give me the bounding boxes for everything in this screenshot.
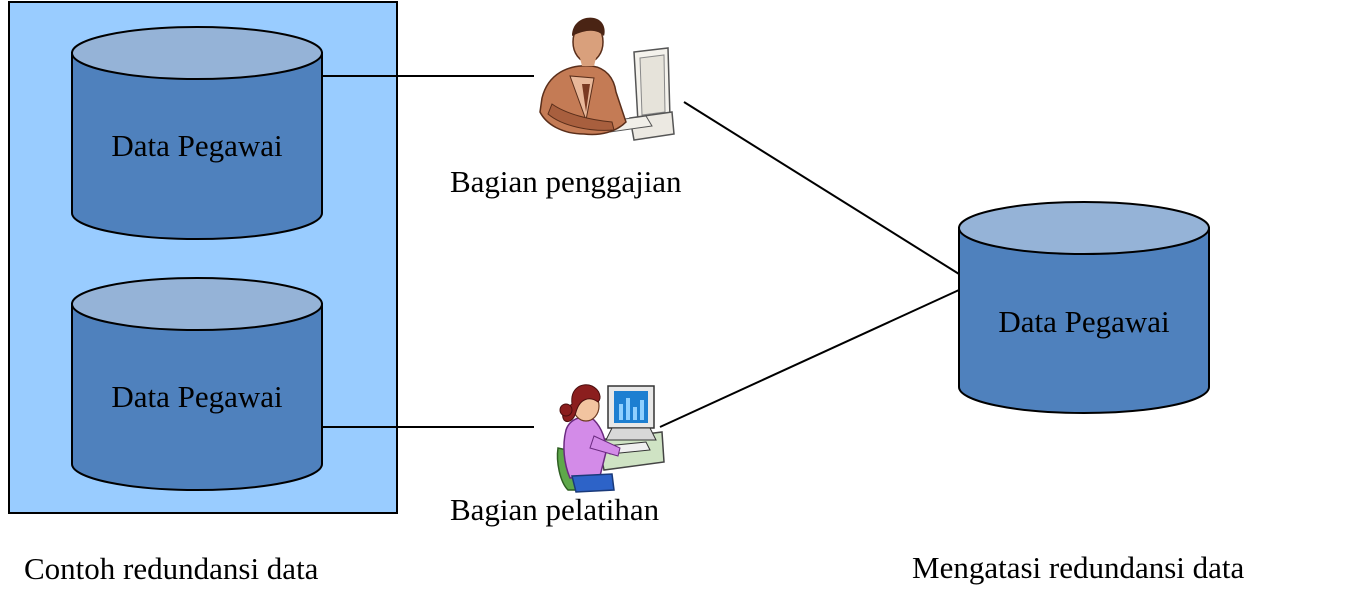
redundancy-example-caption: Contoh redundansi data: [24, 551, 319, 586]
redundancy-solution-caption: Mengatasi redundansi data: [912, 550, 1245, 585]
training-department-label: Bagian pelatihan: [450, 492, 660, 527]
database-cylinder-2: [71, 277, 323, 491]
database-cylinder-1: [71, 26, 323, 240]
connector-payroll-central-db: [683, 101, 960, 275]
payroll-department-label: Bagian penggajian: [450, 164, 682, 199]
database-cylinder-central: [958, 201, 1210, 414]
connector-training-central-db: [659, 289, 960, 428]
database-label-1: Data Pegawai: [111, 128, 283, 163]
database-label-2: Data Pegawai: [111, 379, 283, 414]
man-at-computer-icon: [539, 17, 675, 141]
database-label-central: Data Pegawai: [998, 304, 1170, 339]
woman-at-computer-icon: [556, 384, 665, 493]
